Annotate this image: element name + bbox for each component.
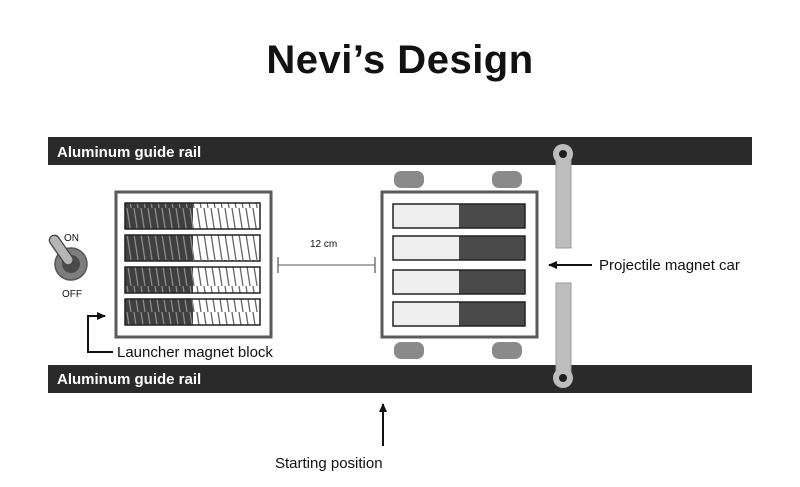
top-gate-post [553,144,573,249]
power-switch[interactable]: ON OFF [47,233,88,300]
bottom-rail-label: Aluminum guide rail [57,371,201,388]
coil-2 [124,234,261,262]
wheel-bottom-right [492,342,522,359]
switch-on-label: ON [64,233,79,244]
launcher-callout: Launcher magnet block [87,312,273,361]
distance-dimension: 12 cm [277,239,376,273]
wheel-bottom-left [394,342,424,359]
coil-1 [124,202,261,230]
projectile-magnet-car [380,171,539,359]
top-rail-label: Aluminum guide rail [57,144,201,161]
wheel-top-right [492,171,522,188]
car-magnet-4 [392,301,526,327]
switch-off-label: OFF [62,289,82,300]
projectile-callout: Projectile magnet car [548,257,740,274]
top-guide-rail: Aluminum guide rail [48,137,752,165]
starting-position-label: Starting position [275,455,383,472]
launcher-magnet-block [114,190,273,339]
coil-3 [124,266,261,294]
car-magnet-2 [392,235,526,261]
distance-label: 12 cm [310,239,337,250]
car-magnet-1 [392,203,526,229]
car-magnet-3 [392,269,526,295]
page-title: Nevi’s Design [266,38,534,82]
bottom-gate-post [553,282,573,388]
bottom-guide-rail: Aluminum guide rail [48,365,752,393]
switch-lever[interactable] [47,233,75,267]
coil-4 [124,298,261,326]
starting-position-callout: Starting position [275,403,387,472]
launcher-label: Launcher magnet block [117,344,273,361]
wheel-top-left [394,171,424,188]
projectile-label: Projectile magnet car [599,257,740,274]
